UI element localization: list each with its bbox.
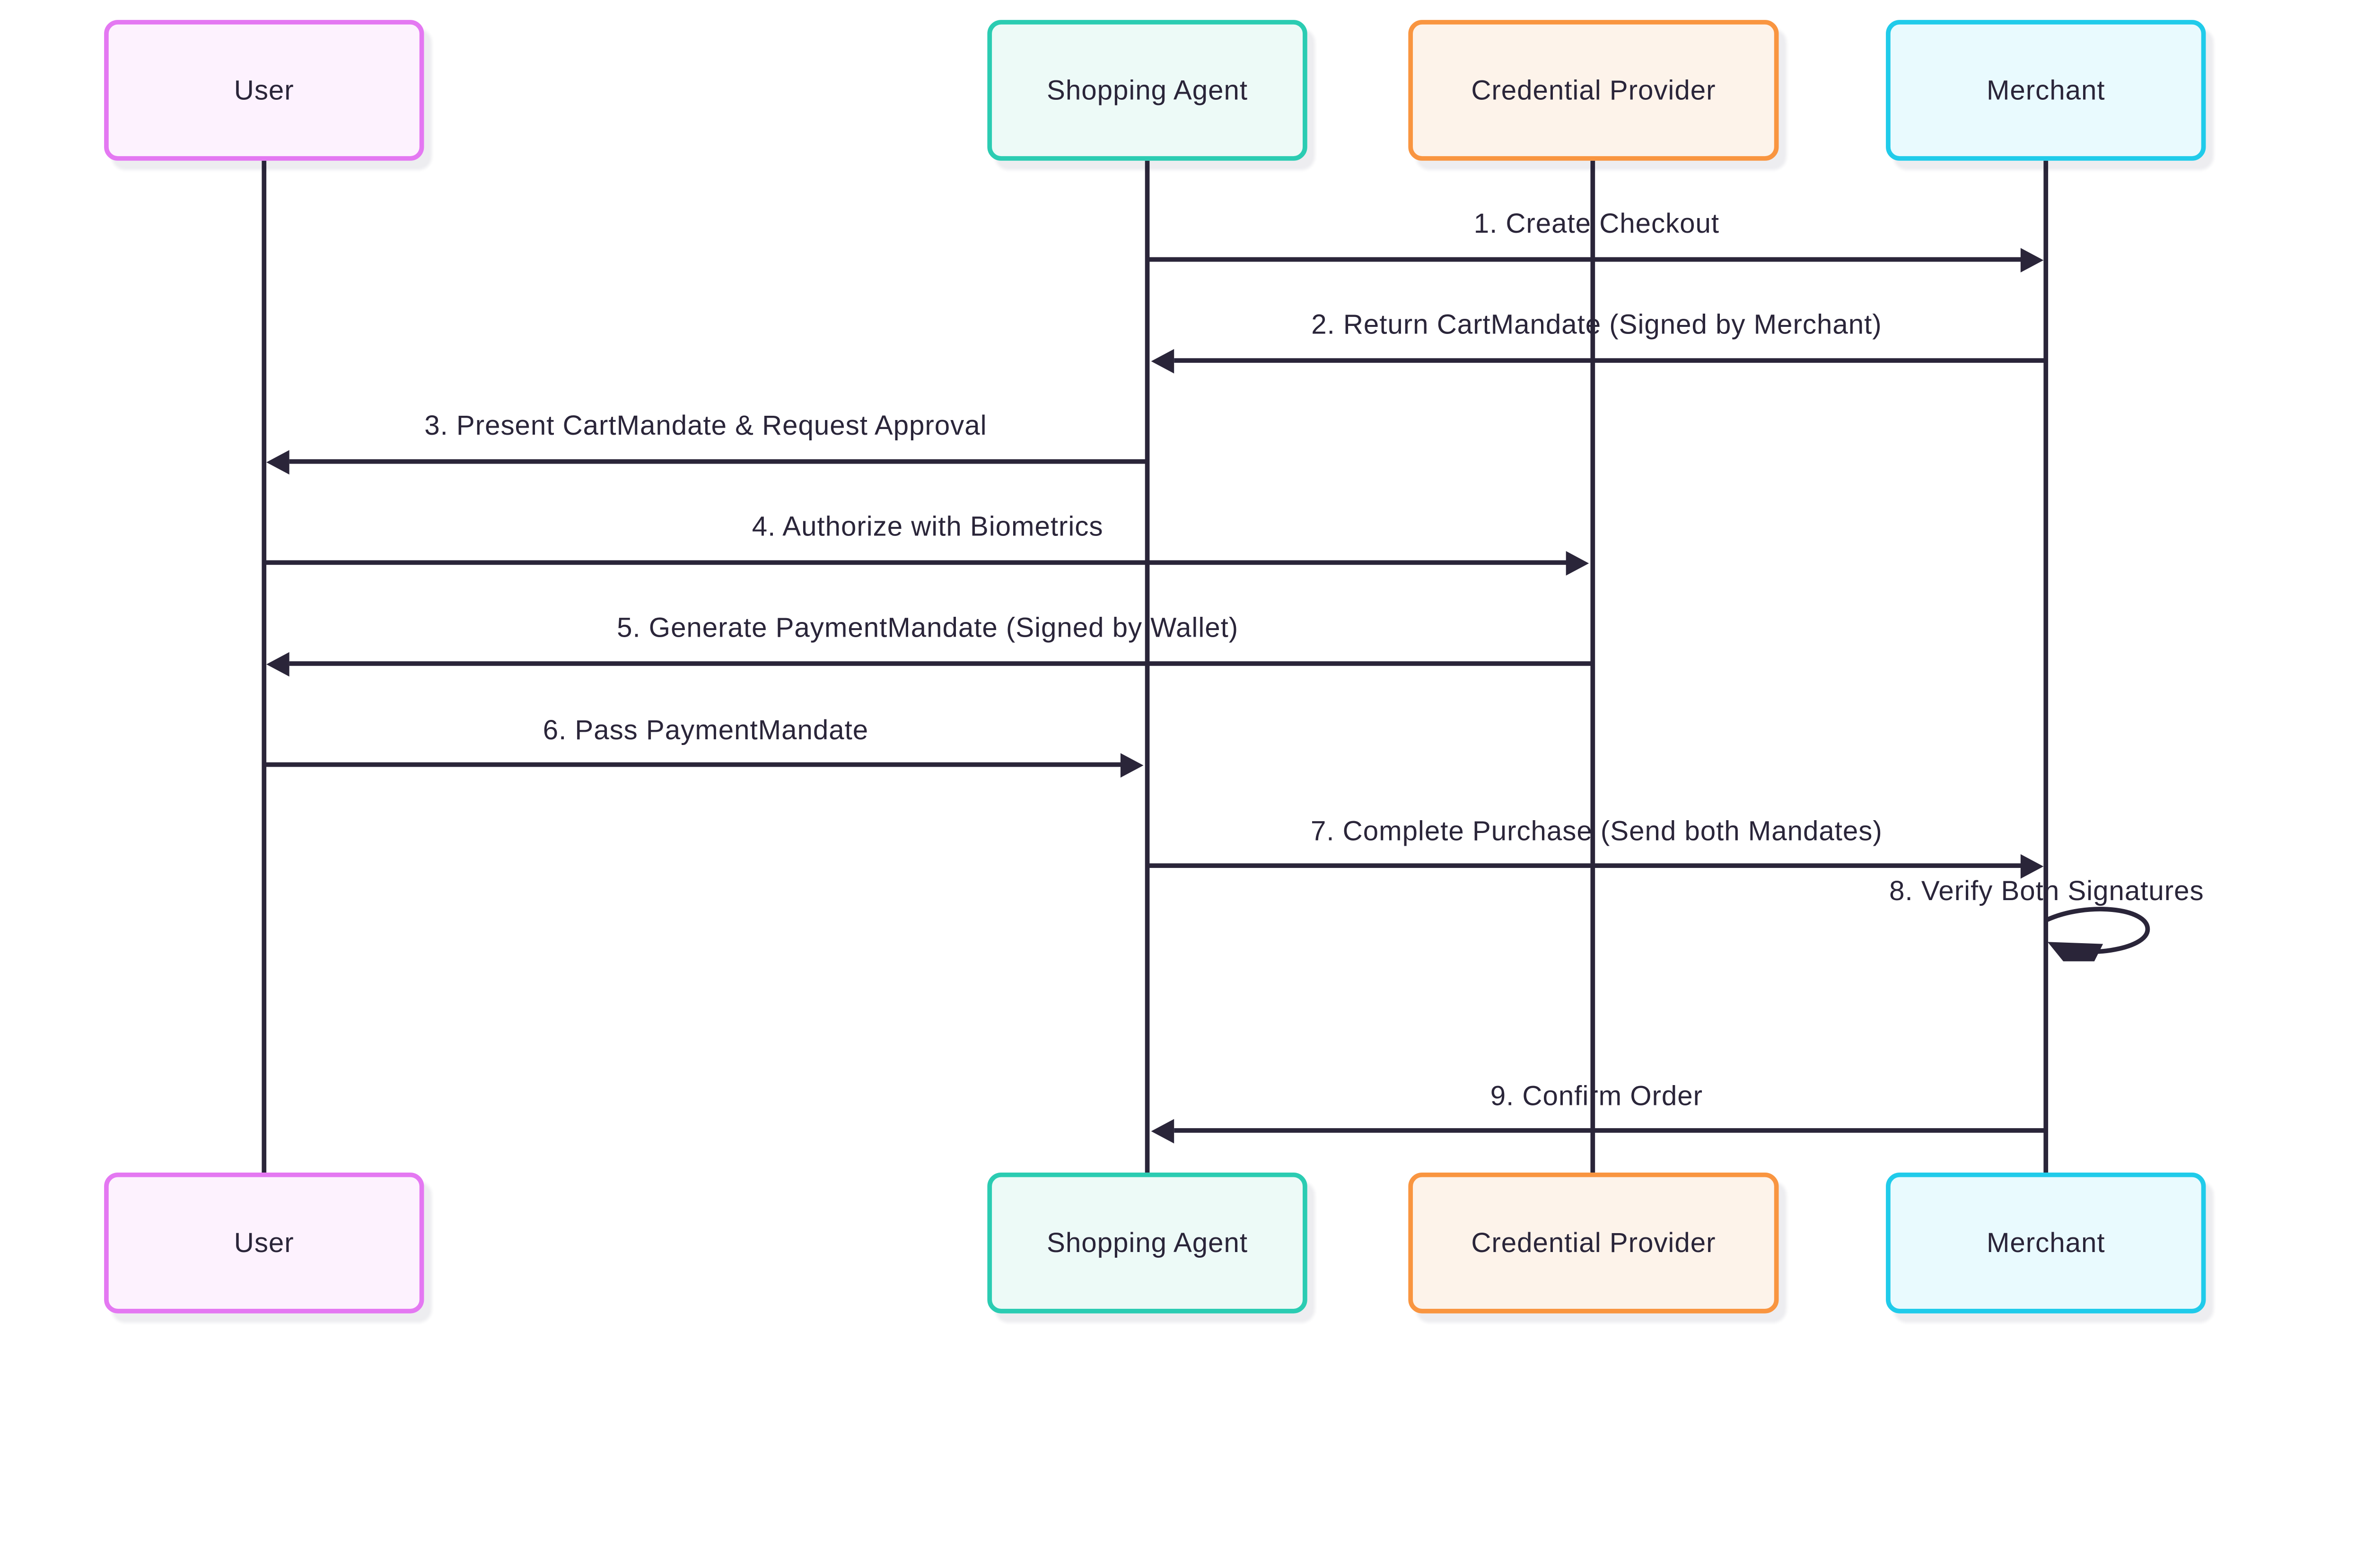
message-7-label: 7. Complete Purchase (Send both Mandates… xyxy=(1310,815,1883,847)
sequence-diagram: User Shopping Agent Credential Provider … xyxy=(104,20,2206,1314)
message-8-label: 8. Verify Both Signatures xyxy=(1889,876,2204,906)
message-9-label: 9. Confirm Order xyxy=(1490,1080,1703,1112)
message-9-arrowhead-icon xyxy=(1151,1119,1174,1144)
message-5-label: 5. Generate PaymentMandate (Signed by Wa… xyxy=(617,612,1239,643)
message-4-line xyxy=(263,560,1568,565)
lifeline-merchant xyxy=(2043,160,2049,1173)
actor-label-user-bottom: User xyxy=(234,1226,294,1258)
message-3-arrowhead-icon xyxy=(266,450,289,475)
actor-bottom-user: User xyxy=(104,1172,424,1314)
message-6-line xyxy=(263,762,1122,767)
actor-label-merchant-bottom: Merchant xyxy=(1986,1226,2105,1258)
actor-label-shopping-agent-bottom: Shopping Agent xyxy=(1047,1226,1248,1258)
actor-top-shopping-agent: Shopping Agent xyxy=(987,20,1307,161)
actor-label-user: User xyxy=(234,74,294,105)
actor-label-credential-provider: Credential Provider xyxy=(1471,74,1716,105)
message-6-arrowhead-icon xyxy=(1120,753,1144,778)
lifeline-user xyxy=(262,160,267,1173)
actor-top-user: User xyxy=(104,20,424,161)
message-3-label: 3. Present CartMandate & Request Approva… xyxy=(424,410,987,441)
message-9-line xyxy=(1174,1128,2047,1133)
actor-bottom-credential-provider: Credential Provider xyxy=(1408,1172,1779,1314)
actor-label-credential-provider-bottom: Credential Provider xyxy=(1471,1226,1716,1258)
message-4-label: 4. Authorize with Biometrics xyxy=(752,511,1104,542)
actor-bottom-shopping-agent: Shopping Agent xyxy=(987,1172,1307,1314)
message-4-arrowhead-icon xyxy=(1566,551,1589,576)
message-2-label: 2. Return CartMandate (Signed by Merchan… xyxy=(1311,309,1882,340)
message-7-arrowhead-icon xyxy=(2020,854,2044,879)
message-2-line xyxy=(1174,358,2047,363)
actor-label-merchant: Merchant xyxy=(1986,74,2105,105)
message-8-self-loop-arrow-icon xyxy=(2045,907,2150,962)
actor-bottom-merchant: Merchant xyxy=(1886,1172,2206,1314)
message-1-label: 1. Create Checkout xyxy=(1473,208,1720,239)
lifeline-credential-provider xyxy=(1590,160,1595,1173)
message-3-line xyxy=(289,459,1148,464)
message-2-arrowhead-icon xyxy=(1151,349,1174,374)
actor-top-merchant: Merchant xyxy=(1886,20,2206,161)
actor-top-credential-provider: Credential Provider xyxy=(1408,20,1779,161)
message-1-arrowhead-icon xyxy=(2020,248,2044,273)
message-6-label: 6. Pass PaymentMandate xyxy=(543,715,869,746)
message-1-line xyxy=(1148,257,2024,262)
message-5-arrowhead-icon xyxy=(266,652,289,677)
lifeline-shopping-agent xyxy=(1145,160,1150,1173)
actor-label-shopping-agent: Shopping Agent xyxy=(1047,74,1248,105)
message-7-line xyxy=(1148,863,2024,868)
message-5-line xyxy=(289,661,1594,666)
